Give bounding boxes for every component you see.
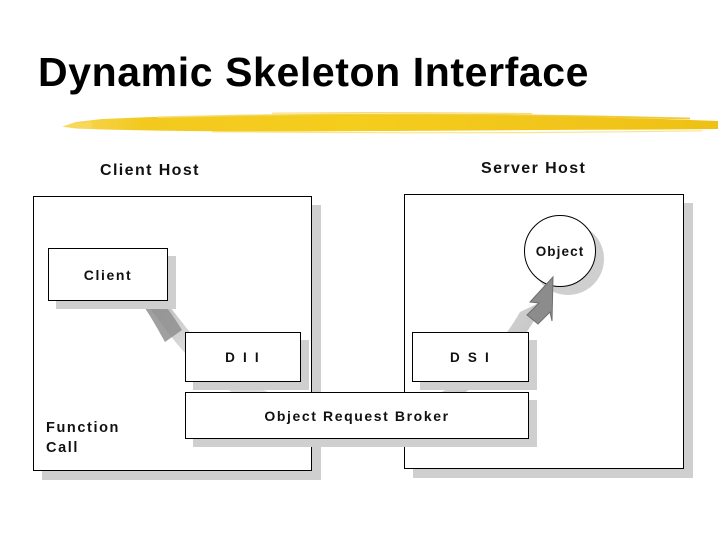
page-title: Dynamic Skeleton Interface [38, 49, 590, 95]
server-host-label: Server Host [481, 160, 587, 177]
brush-stroke-icon [62, 112, 718, 134]
title-brush-underline [62, 110, 720, 136]
dii-box[interactable]: D I I [185, 332, 301, 382]
object-node[interactable]: Object [524, 215, 596, 287]
dsi-box[interactable]: D S I [412, 332, 529, 382]
function-call-annotation: Function Call [46, 420, 121, 456]
object-node-label: Object [535, 243, 585, 259]
orb-box-label: Object Request Broker [264, 407, 450, 424]
client-box[interactable]: Client [48, 248, 168, 301]
dii-box-label: D I I [225, 349, 261, 365]
dsi-box-label: D S I [449, 349, 491, 365]
title-block: Dynamic Skeleton Interface [0, 48, 720, 138]
client-host-label: Client Host [100, 162, 200, 179]
object-request-broker-box[interactable]: Object Request Broker [185, 392, 529, 439]
client-box-label: Client [83, 266, 133, 283]
